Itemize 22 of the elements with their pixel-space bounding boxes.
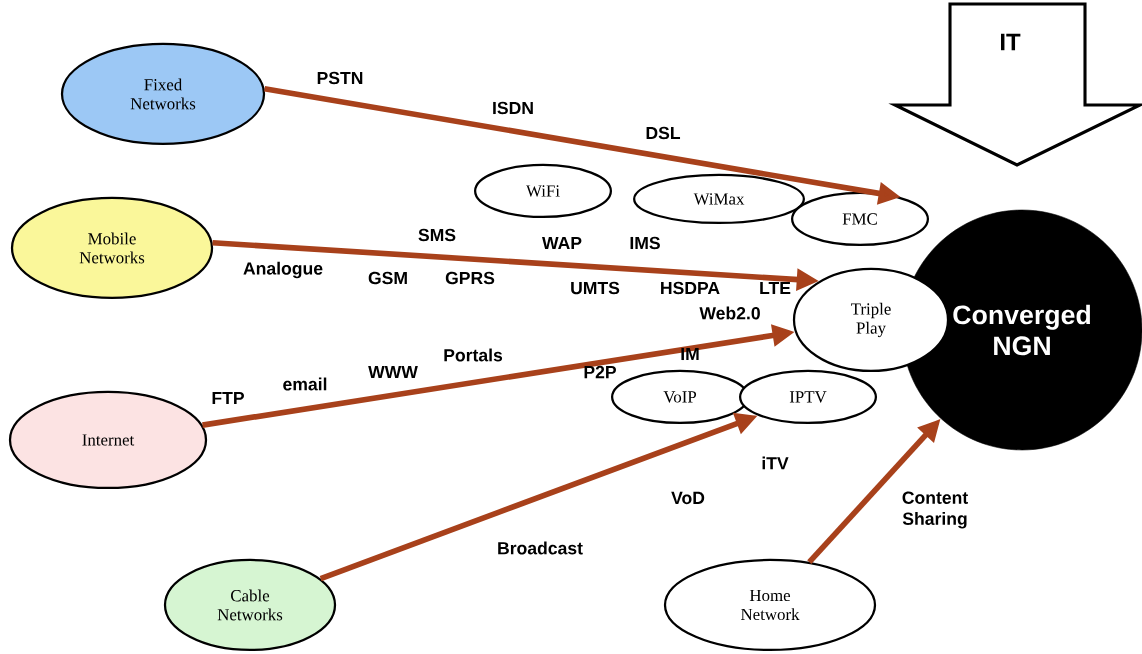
protocol-label: IMS (630, 236, 660, 250)
protocol-label: Portals (444, 348, 503, 362)
protocol-label: FTP (212, 391, 244, 405)
protocol-label: WWW (368, 365, 418, 379)
protocol-label: UMTS (571, 281, 620, 295)
protocol-label: GPRS (445, 271, 495, 285)
protocol-label: WAP (542, 236, 582, 250)
protocol-label: VoD (671, 491, 705, 505)
protocol-label: iTV (762, 456, 789, 470)
protocol-label: Analogue (243, 261, 323, 279)
protocol-label: GSM (368, 271, 407, 285)
protocol-label: Web2.0 (699, 306, 760, 320)
protocol-label: DSL (646, 126, 681, 140)
protocol-label: PSTN (317, 71, 363, 85)
protocol-label: HSDPA (661, 281, 720, 295)
protocol-label: IM (681, 347, 699, 361)
protocol-label: SMS (418, 228, 456, 242)
protocol-label: email (283, 377, 327, 391)
protocol-label: Content Sharing (902, 491, 968, 529)
protocol-label: ISDN (493, 101, 533, 115)
protocol-label: LTE (760, 281, 791, 295)
protocol-label: Broadcast (498, 541, 583, 555)
